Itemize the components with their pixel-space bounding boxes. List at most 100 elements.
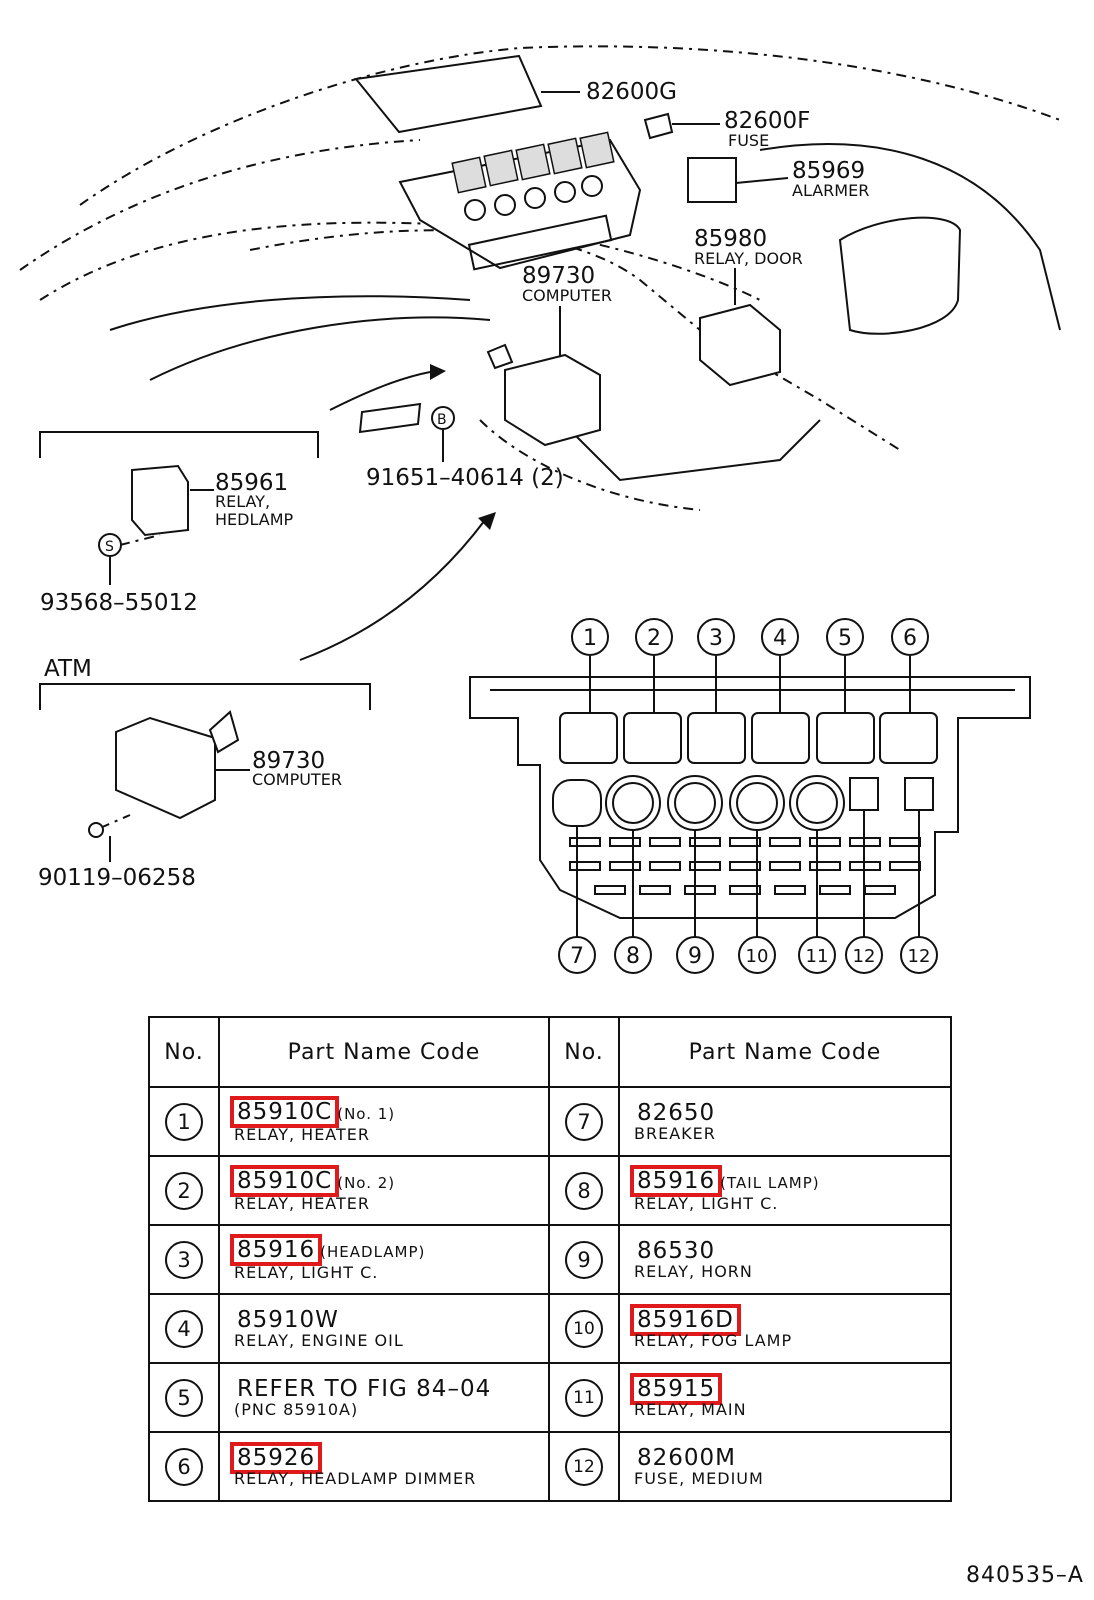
callout-82600f-code: 82600F	[724, 108, 810, 134]
part-code: 85915	[629, 1372, 723, 1405]
fuse-num-3: 3	[709, 626, 723, 651]
part-name: (PNC 85910A)	[234, 1399, 359, 1419]
callout-85980-code: 85980	[694, 226, 767, 252]
part-code: 85916	[229, 1233, 323, 1266]
part-code: REFER TO FIG 84–04	[237, 1375, 492, 1402]
bracket-atm	[39, 683, 371, 710]
row-number: 4	[165, 1309, 203, 1348]
dashboard-right-edge	[759, 143, 1061, 331]
part-code: 85910C	[229, 1164, 340, 1197]
part-name: RELAY, ENGINE OIL	[234, 1330, 404, 1350]
callout-85969-code: 85969	[792, 158, 865, 184]
part-cell: 85916(HEADLAMP)RELAY, LIGHT C.	[218, 1224, 550, 1295]
part-name: RELAY, HEADLAMP DIMMER	[234, 1468, 477, 1488]
callout-85961-code: 85961	[215, 470, 288, 496]
fuse-num-1: 1	[583, 626, 597, 651]
fuse-num-2: 2	[647, 626, 661, 651]
part-name: BREAKER	[634, 1123, 716, 1143]
fuse-num-9: 9	[688, 944, 702, 969]
row-number: 6	[165, 1447, 203, 1486]
part-name: RELAY, HORN	[634, 1261, 753, 1281]
part-code: 82650	[637, 1099, 716, 1126]
part-code: 85916	[629, 1164, 723, 1197]
row-number: 5	[165, 1378, 203, 1417]
bolt-s-marker	[98, 533, 122, 557]
callout-82600f-name: FUSE	[728, 131, 769, 150]
vent-opening	[838, 216, 962, 335]
part-name: RELAY, LIGHT C.	[234, 1262, 379, 1282]
direction-arrow-lower	[299, 519, 486, 661]
row-number-cell: 10	[548, 1293, 620, 1364]
part-code: 82600M	[637, 1444, 737, 1471]
bolt-b-label: B	[437, 412, 447, 428]
screw-icon	[88, 822, 104, 838]
fuse-num-5: 5	[838, 626, 852, 651]
bolt-b-marker	[431, 406, 455, 430]
glovebox-edge	[559, 419, 821, 482]
top-callout-numbers: 1 2 3 4 5 6	[571, 618, 929, 656]
part-note: (HEADLAMP)	[320, 1242, 426, 1261]
part-code: 85916D	[630, 1303, 741, 1336]
row-number-cell: 7	[548, 1086, 620, 1157]
direction-arrow-upper	[329, 371, 431, 411]
part-name: FUSE, MEDIUM	[634, 1468, 764, 1488]
callout-89730-code: 89730	[522, 263, 595, 289]
fuse-num-8: 8	[626, 944, 640, 969]
fuse-num-12a: 12	[853, 946, 876, 967]
callout-91651-code: 91651–40614 (2)	[366, 465, 564, 491]
part-name: RELAY, HEATER	[234, 1124, 370, 1144]
fuse-num-4: 4	[773, 626, 787, 651]
bolt-s-label: S	[105, 539, 114, 555]
relay-block-detail	[469, 656, 1031, 937]
callout-89730-atm-code: 89730	[252, 748, 325, 774]
part-cell: REFER TO FIG 84–04(PNC 85910A)	[218, 1362, 550, 1433]
row-number-cell: 1	[148, 1086, 220, 1157]
part-code: 85910W	[237, 1306, 339, 1333]
callout-85969-name: ALARMER	[792, 181, 869, 200]
cover-plate	[354, 54, 543, 134]
part-note: (No. 2)	[337, 1173, 396, 1192]
part-note: (No. 1)	[337, 1104, 396, 1123]
callout-85961-name1: RELAY,	[215, 492, 270, 511]
callout-89730-atm-name: COMPUTER	[252, 770, 342, 789]
row-number: 8	[565, 1171, 603, 1210]
computer-unit-top	[504, 353, 601, 447]
dashboard-inner	[109, 295, 471, 331]
part-code: 85910C	[229, 1095, 340, 1128]
row-number-cell: 6	[148, 1431, 220, 1502]
figure-number: 840535–A	[965, 1563, 1084, 1588]
row-number-cell: 11	[548, 1362, 620, 1433]
row-number: 11	[565, 1378, 603, 1417]
fuse-num-7: 7	[570, 944, 584, 969]
alarmer-icon	[687, 157, 737, 203]
row-number-cell: 8	[548, 1155, 620, 1226]
bracket-85961	[39, 431, 319, 458]
callout-82600g-code: 82600G	[586, 79, 677, 105]
vent-slot	[358, 402, 422, 434]
part-code: 86530	[637, 1237, 716, 1264]
callout-85961-name2: HEDLAMP	[215, 510, 293, 529]
part-name: RELAY, FOG LAMP	[634, 1330, 793, 1350]
row-number: 2	[165, 1171, 203, 1210]
atm-label: ATM	[44, 656, 92, 682]
row-number-cell: 9	[548, 1224, 620, 1295]
table-header-row: No. Part Name Code No. Part Name Code	[148, 1016, 952, 1088]
dashboard-outline-lower	[19, 139, 421, 271]
part-cell: 85910C(No. 1)RELAY, HEATER	[218, 1086, 550, 1157]
bottom-callout-numbers: 7 8 9 10 11 12 12	[558, 936, 938, 974]
header-no-left: No.	[148, 1016, 220, 1088]
part-name: RELAY, MAIN	[634, 1399, 747, 1419]
row-number-cell: 4	[148, 1293, 220, 1364]
fuse-num-6: 6	[903, 626, 917, 651]
callout-90119-code: 90119–06258	[38, 865, 196, 891]
